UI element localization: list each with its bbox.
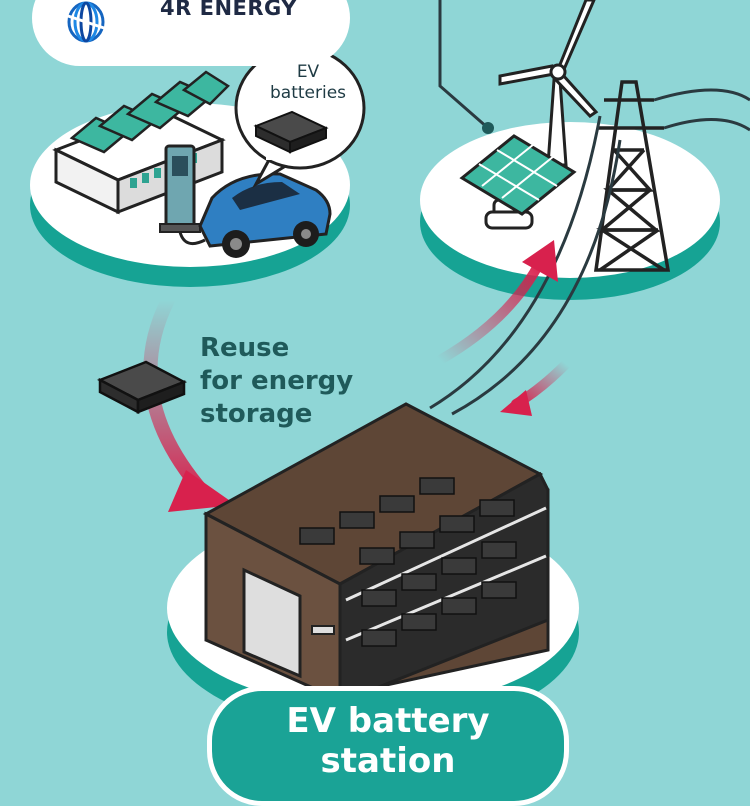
battery-pack-icon: [96, 360, 188, 415]
grid-platform: [420, 122, 720, 300]
diagram-canvas: [30, 0, 750, 732]
wind-turbine-icon: [498, 0, 599, 167]
ev-batteries-line-2: batteries: [269, 83, 347, 103]
reuse-label: Reuse for energy storage: [200, 332, 400, 431]
reuse-label-line-3: storage: [200, 399, 313, 429]
brand-name: 4R ENERGY: [160, 0, 298, 20]
supply-arrow: [435, 257, 545, 365]
station-label-badge: EV battery station: [207, 686, 569, 806]
solar-panel-icon: [459, 134, 577, 230]
swirl-logo-icon: [67, 1, 105, 43]
electric-car-icon: [198, 172, 332, 258]
reuse-label-line-1: Reuse: [200, 333, 290, 363]
ev-charger-icon: [159, 144, 206, 246]
reuse-label-line-2: for energy: [200, 366, 354, 396]
charge-arrow-head: [500, 390, 532, 416]
battery-pack-icon: [253, 110, 329, 154]
reuse-arrow-head: [168, 470, 236, 512]
station-label: EV battery station: [212, 701, 564, 781]
ev-batteries-line-1: EV: [296, 62, 320, 82]
station-label-line-2: station: [320, 741, 456, 781]
solar-panel-icon: [69, 70, 230, 154]
logo-badge: 4R ENERGY: [32, 0, 350, 66]
ev-batteries-label: EV batteries: [268, 62, 348, 104]
station-label-line-1: EV battery: [286, 701, 490, 741]
transmission-lines: [429, 88, 750, 416]
overhead-line: [438, 0, 489, 130]
supply-arrow-head: [522, 240, 558, 282]
warehouse-icon: [202, 402, 550, 703]
